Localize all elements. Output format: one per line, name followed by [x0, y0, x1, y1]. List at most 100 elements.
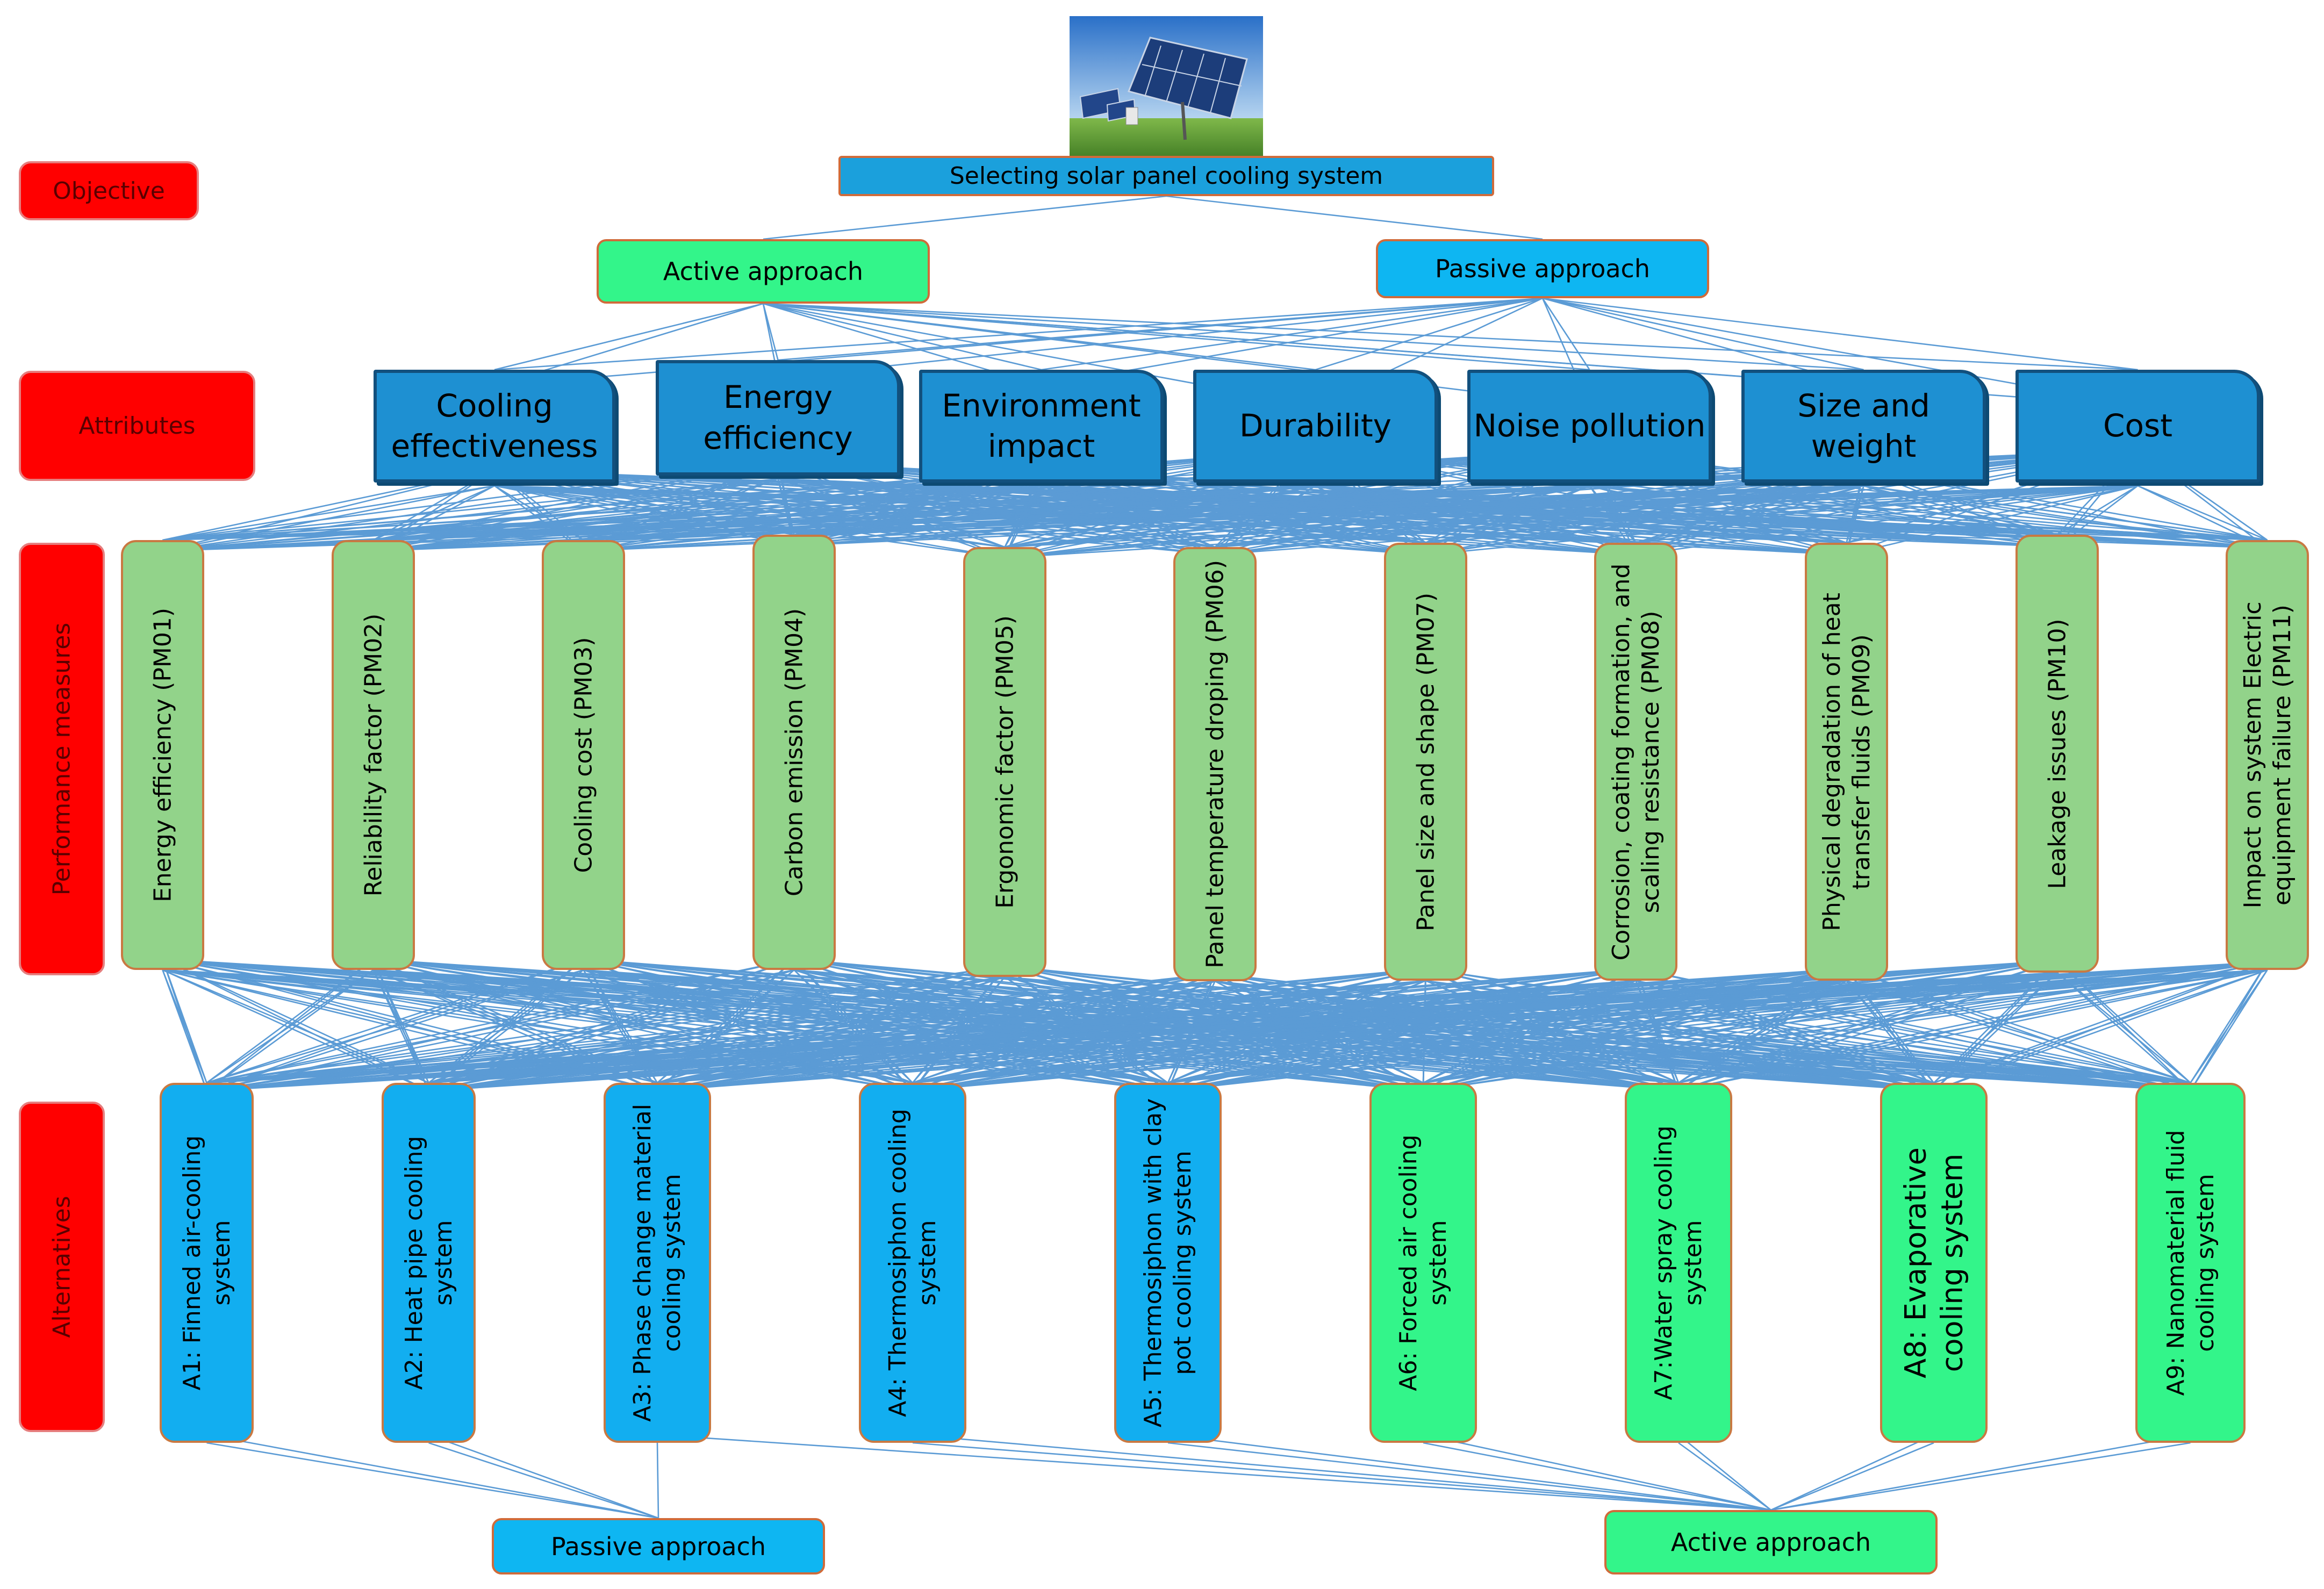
pm-alternative-link [206, 968, 1426, 1084]
attribute-pm-link [1425, 485, 2138, 556]
pm-text: Panel temperature droping (PM06) [1201, 560, 1229, 968]
level-label-alternatives: Alternatives [19, 1102, 105, 1432]
attribute-pm-link [162, 478, 778, 541]
level-label-performance: Performance measures [19, 543, 105, 975]
attribute-pm-link [2056, 485, 2139, 536]
top-passive-approach-text: Passive approach [1435, 254, 1650, 283]
attribute-pm-link [1846, 485, 2138, 544]
pm-text: Physical degradation of heat transfer fl… [1818, 592, 1875, 931]
attribute-text: Cooling effectiveness [391, 387, 598, 464]
top-active-approach: Active approach [597, 239, 930, 304]
pm-alternative-link [206, 973, 1215, 1084]
pm-text: Reliability factor (PM02) [360, 613, 387, 897]
pm-11: Impact on system Electric equipment fail… [2226, 540, 2309, 970]
alternative-a8: A8: Evaporative cooling system [1880, 1083, 1988, 1443]
pm-text: Panel size and shape (PM07) [1412, 592, 1439, 931]
pm-alternative-link [206, 961, 2268, 1084]
pm-alternative-link [1933, 961, 2268, 1084]
pm-alternative-link [1933, 972, 2058, 1091]
alternative-approach-link [1770, 1434, 2191, 1511]
alternative-approach-link [1770, 1434, 1934, 1511]
pm-text: Ergonomic factor (PM05) [991, 615, 1018, 909]
alternative-approach-link [206, 1434, 659, 1519]
pm-alternative-link [162, 969, 1424, 1092]
alternative-approach-link [428, 1434, 659, 1519]
alternative-approach-link [1770, 1442, 2191, 1511]
attribute-environment-impact: Environment impact [919, 370, 1164, 483]
approach-attribute-link [1542, 297, 2138, 371]
alternative-approach-link [1678, 1434, 1771, 1511]
attribute-noise-pollution: Noise pollution [1467, 370, 1712, 483]
attribute-text: Noise pollution [1473, 407, 1706, 444]
pm-05: Ergonomic factor (PM05) [963, 547, 1046, 977]
approach-attribute-link [494, 303, 764, 371]
pm-alternative-link [912, 969, 2268, 1092]
alternative-approach-link [428, 1442, 659, 1519]
pm-alternative-link [206, 968, 1847, 1084]
pm-alternative-link [1678, 961, 2268, 1084]
pm-alternative-link [206, 969, 794, 1092]
pm-alternative-link [206, 968, 1847, 1092]
attribute-pm-link [1425, 485, 2138, 544]
pm-alternative-link [1933, 961, 2268, 1092]
attribute-pm-link [162, 485, 495, 541]
alternative-a3: A3: Phase change material cooling system [604, 1083, 711, 1443]
approach-attribute-link [778, 297, 1543, 361]
approach-attribute-link [1315, 297, 1543, 371]
pm-alternative-link [206, 960, 2057, 1092]
objective-box: Selecting solar panel cooling system [838, 156, 1494, 196]
attribute-pm-link [1636, 485, 2138, 556]
alternative-approach-link [1167, 1434, 1771, 1511]
attribute-pm-link [1005, 485, 2138, 548]
alternative-a9: A9: Nanomaterial fluid cooling system [2135, 1083, 2246, 1443]
pm-alternative-link [2190, 961, 2268, 1091]
attribute-text: Energy efficiency [703, 379, 853, 456]
alternative-approach-link [656, 1442, 659, 1519]
alternative-text: A3: Phase change material cooling system [629, 1104, 686, 1422]
alternative-approach-link [206, 1442, 659, 1519]
pm-06: Panel temperature droping (PM06) [1173, 547, 1257, 981]
pm-alternative-link [206, 968, 1636, 1084]
alternative-text: A5: Thermosiphon with clay pot cooling s… [1139, 1098, 1196, 1428]
pm-alternative-link [912, 976, 1006, 1091]
alternative-text: A7:Water spray cooling system [1650, 1125, 1707, 1400]
attribute-pm-link [794, 485, 2138, 536]
approach-attribute-link [1542, 297, 1864, 371]
attribute-text: Durability [1239, 407, 1392, 444]
pm-alternative-link [1423, 961, 2268, 1084]
approach-attribute-link [1041, 297, 1543, 371]
pm-alternative-link [206, 965, 1005, 1084]
attribute-size-and-weight: Size and weight [1741, 370, 1986, 483]
pm-alternative-link [206, 958, 584, 1084]
attribute-pm-link [1005, 469, 1864, 559]
alternative-approach-link [1167, 1442, 1771, 1511]
attribute-pm-link [1863, 469, 2057, 548]
pm-02: Reliability factor (PM02) [332, 540, 415, 970]
bottom-passive-approach-text: Passive approach [551, 1532, 766, 1561]
attribute-durability: Durability [1193, 370, 1438, 483]
pm-alternative-link [1678, 961, 2268, 1092]
pm-alternative-link [206, 969, 374, 1092]
top-active-approach-text: Active approach [663, 257, 864, 286]
pm-text: Leakage issues (PM10) [2043, 618, 2071, 889]
attribute-pm-link [1846, 485, 2138, 556]
alternative-text: A1: Finned air-cooling system [178, 1135, 235, 1391]
bottom-passive-approach: Passive approach [492, 1518, 825, 1574]
pm-alternative-link [1425, 968, 1934, 1084]
pm-alternative-link [657, 961, 2268, 1084]
pm-alternative-link [1167, 960, 2057, 1084]
alternative-text: A8: Evaporative cooling system [1898, 1147, 1969, 1378]
attribute-cooling-effectiveness: Cooling effectiveness [374, 370, 615, 483]
alternative-text: A6: Forced air cooling system [1395, 1134, 1452, 1391]
pm-text: Cooling cost (PM03) [570, 637, 597, 873]
pm-alternative-link [162, 959, 207, 1091]
pm-10: Leakage issues (PM10) [2015, 535, 2099, 973]
alternative-approach-link [657, 1434, 1771, 1511]
level-label-alternatives-text: Alternatives [48, 1196, 76, 1338]
attribute-energy-efficiency: Energy efficiency [656, 360, 900, 476]
pm-alternative-link [206, 958, 374, 1084]
pm-alternative-link [206, 958, 794, 1084]
level-label-attributes: Attributes [19, 371, 255, 481]
pm-alternative-link [2056, 972, 2191, 1091]
